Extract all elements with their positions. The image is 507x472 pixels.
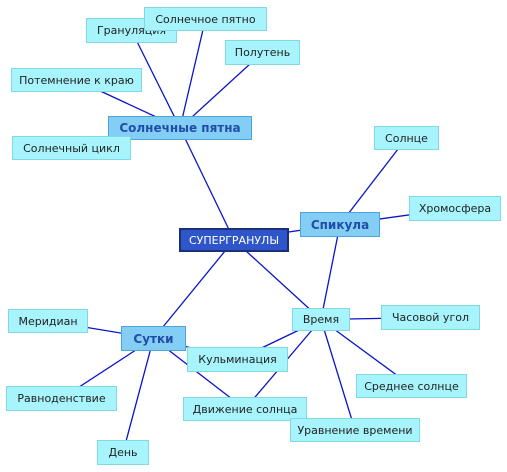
- node-meridian[interactable]: Меридиан: [8, 309, 88, 333]
- node-equation-of-time[interactable]: Уравнение времени: [290, 418, 420, 442]
- node-chromosphere[interactable]: Хромосфера: [409, 196, 501, 221]
- edge-supergranules-time: [233, 239, 322, 320]
- node-hour-angle[interactable]: Часовой угол: [381, 305, 480, 330]
- node-day-cycle[interactable]: Сутки: [121, 326, 186, 351]
- node-limb-darkening[interactable]: Потемнение к краю: [11, 68, 142, 92]
- node-time[interactable]: Время: [292, 308, 350, 331]
- node-sunspots[interactable]: Солнечные пятна: [108, 116, 252, 140]
- node-penumbra[interactable]: Полутень: [225, 40, 300, 65]
- node-day[interactable]: День: [97, 440, 149, 465]
- node-culmination[interactable]: Кульминация: [187, 347, 288, 372]
- edge-spicule-time: [320, 224, 341, 320]
- edge-spicule-sun: [339, 137, 408, 225]
- node-spicule[interactable]: Спикула: [300, 212, 380, 237]
- node-supergranules[interactable]: СУПЕРГРАНУЛЫ: [179, 228, 289, 252]
- edge-sunspots-granulation: [130, 30, 181, 129]
- edge-time-equation_of_time: [320, 319, 356, 431]
- edge-day_cycle-day: [122, 338, 155, 453]
- edge-supergranules-day_cycle: [152, 239, 235, 339]
- node-equinox[interactable]: Равноденствие: [6, 386, 117, 411]
- edge-sunspots-solar_spot: [179, 18, 207, 129]
- node-solar-cycle[interactable]: Солнечный цикл: [12, 136, 131, 160]
- node-mean-sun[interactable]: Среднее солнце: [356, 374, 467, 398]
- node-sun-motion[interactable]: Движение солнца: [183, 397, 307, 421]
- edge-sunspots-penumbra: [179, 52, 263, 129]
- edge-supergranules-sunspots: [179, 127, 235, 241]
- node-solar-spot[interactable]: Солнечное пятно: [144, 7, 267, 31]
- node-sun[interactable]: Солнце: [374, 126, 439, 150]
